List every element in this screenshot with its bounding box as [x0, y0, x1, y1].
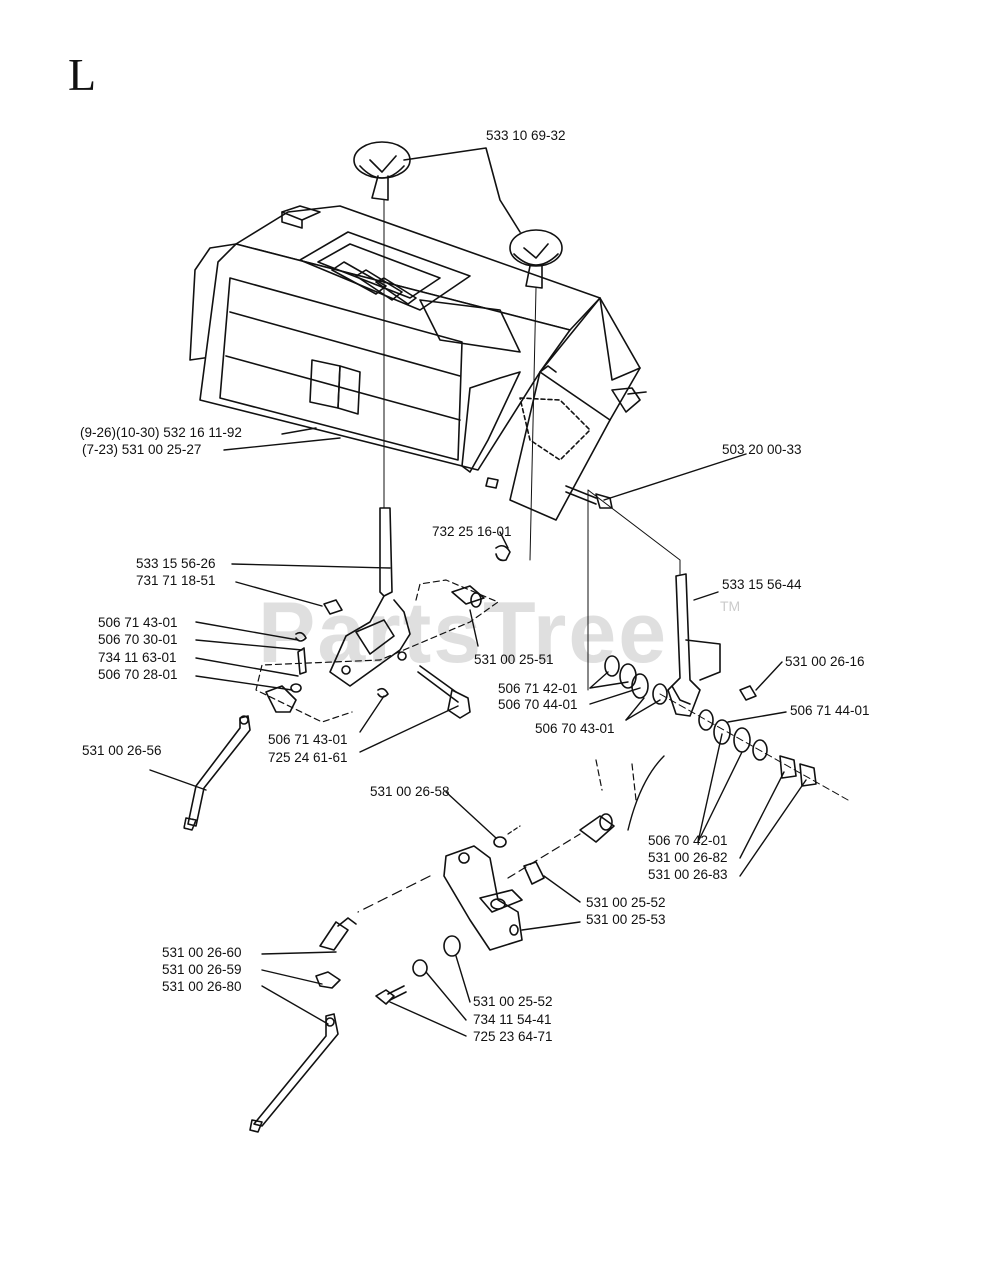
part-label-clip-a: 732 25 16-01	[432, 524, 512, 539]
shift-lever-left	[329, 507, 411, 687]
part-label-spacer-a: 531 00 25-51	[474, 652, 554, 667]
knob-right	[509, 229, 563, 289]
part-label-bushing-c: 531 00 25-52	[473, 994, 553, 1009]
part-label-bushing-a: 531 00 26-58	[370, 784, 450, 799]
bushing-mid	[523, 861, 545, 885]
bushing-top	[493, 836, 507, 848]
washer-low	[412, 959, 428, 977]
part-label-washer-d: 506 70 43-01	[535, 721, 615, 736]
clip-lower	[315, 971, 341, 989]
part-label-elbow: 531 00 26-60	[162, 945, 242, 960]
bolt-part	[417, 665, 471, 719]
trademark-mark: TM	[720, 598, 741, 614]
pin-part	[579, 813, 615, 843]
section-letter: L	[68, 49, 97, 100]
part-label-nut-d: 531 00 26-83	[648, 867, 728, 882]
part-label-clip-b: 506 71 43-01	[98, 615, 178, 630]
part-label-washer-c: 506 70 44-01	[498, 697, 578, 712]
right-hardware-stack	[604, 655, 849, 801]
part-label-bolt-a: 725 24 61-61	[268, 750, 348, 765]
console-panel	[189, 205, 647, 521]
part-label-clip-c: 506 71 42-01	[498, 681, 578, 696]
part-label-screw-a: 503 20 00-33	[722, 442, 802, 457]
part-label-washer-b: 506 70 28-01	[98, 667, 178, 682]
part-label-bolt-b: 725 23 64-71	[473, 1029, 553, 1044]
part-label-nut-c: 531 00 26-82	[648, 850, 728, 865]
part-label-washer-f: 734 11 54-41	[473, 1012, 552, 1027]
part-label-nut-b: 531 00 26-16	[785, 654, 865, 669]
part-label-rod-left: 531 00 26-56	[82, 743, 162, 758]
part-label-washer-a: 506 70 30-01	[98, 632, 178, 647]
elbow-fitting	[319, 917, 357, 951]
nut-part	[323, 599, 343, 615]
part-label-clip-f: 531 00 26-59	[162, 962, 242, 977]
screw-part-b	[565, 485, 613, 509]
knob-left	[353, 141, 411, 201]
part-label-rod-lower: 531 00 26-80	[162, 979, 242, 994]
part-label-clip-d: 506 71 44-01	[790, 703, 870, 718]
washer-part	[290, 683, 302, 693]
bolt-lower	[375, 985, 407, 1005]
part-label-screw-b: 734 11 63-01	[98, 650, 177, 665]
part-label-bracket: 531 00 25-53	[586, 912, 666, 927]
rod-lower	[249, 1013, 339, 1133]
washer-part-b	[265, 685, 297, 713]
part-label-bushing-b: 531 00 25-52	[586, 895, 666, 910]
clip-part-c	[495, 544, 511, 562]
knob-leader	[403, 147, 521, 233]
part-label-lever-right: 533 15 56-44	[722, 577, 802, 592]
part-label-lever-left: 533 15 56-26	[136, 556, 216, 571]
clip-part-b	[377, 687, 389, 698]
part-label-washer-e: 506 70 42-01	[648, 833, 728, 848]
leader-lines	[149, 427, 807, 1037]
part-label-panel-a: (9-26)(10-30) 532 16 11-92	[80, 425, 242, 440]
screw-part	[297, 647, 307, 675]
part-label-clip-e: 506 71 43-01	[268, 732, 348, 747]
rod-left	[183, 715, 251, 831]
bushing-low	[443, 935, 461, 957]
part-label-nut-a: 731 71 18-51	[136, 573, 216, 588]
part-label-panel-b: (7-23) 531 00 25-27	[82, 442, 202, 457]
part-label-knob: 533 10 69-32	[486, 128, 566, 143]
lower-bracket	[443, 845, 523, 951]
shift-lever-right	[667, 573, 721, 717]
